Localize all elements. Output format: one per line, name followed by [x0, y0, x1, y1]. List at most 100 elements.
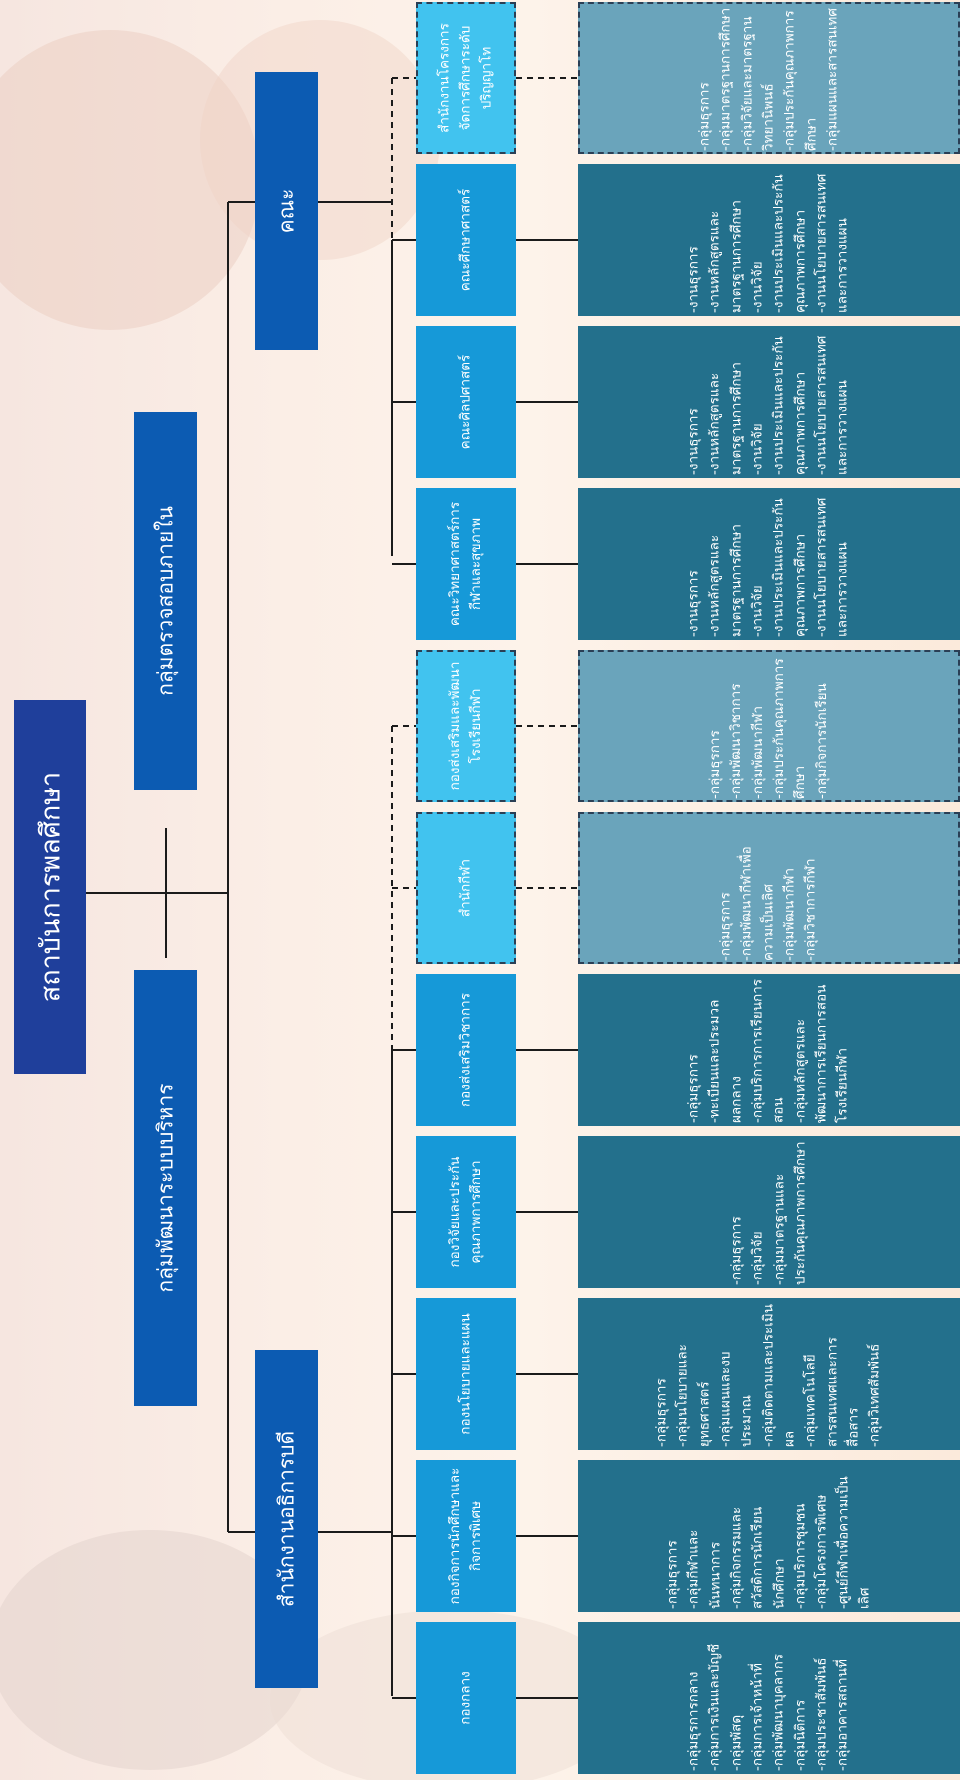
detail-item: -งานประเมินและประกันคุณภาพการศึกษา — [771, 174, 809, 313]
detail-item: -กลุ่มเทคโนโลยีสารสนเทศและการสื่อสาร — [802, 1337, 862, 1447]
unit-box: กองนโยบายและแผน — [416, 1298, 516, 1450]
detail-item: -กลุ่มธุรการกลาง — [685, 1671, 702, 1771]
unit-label: คณะวิทยาศาสตร์การกีฬาและสุขภาพ — [447, 501, 484, 627]
unit-detail-box: -งานธุรการ -งานหลักสูตรและมาตรฐานการศึกษา… — [578, 488, 960, 640]
unit-label: กองกลาง — [457, 1671, 474, 1725]
detail-item: -งานวิจัย — [749, 423, 766, 475]
unit-label: กองกิจการนักศึกษาและกิจการพิเศษ — [447, 1467, 484, 1605]
detail-item: -งานหลักสูตรและมาตรฐานการศึกษา — [707, 200, 745, 313]
detail-item: -งานวิจัย — [749, 261, 766, 313]
detail-item: -งานประเมินและประกันคุณภาพการศึกษา — [771, 498, 809, 637]
unit-label: กองส่งเสริมและพัฒนาโรงเรียนกีฬา — [447, 661, 484, 791]
detail-item: -กลุ่มวิจัย — [749, 1231, 766, 1285]
detail-item: -งานประเมินและประกันคุณภาพการศึกษา — [771, 336, 809, 475]
detail-item: -งานนโยบายสารสนเทศและการวางแผน — [813, 335, 851, 475]
detail-item: -กลุ่มอาคารสถานที่ — [834, 1659, 851, 1771]
detail-item: -กลุ่มธุรการ — [664, 1540, 681, 1609]
detail-item: -กลุ่มวิชาการกีฬา — [802, 858, 819, 961]
detail-item: -งานธุรการ — [685, 246, 702, 313]
detail-item: -กลุ่มพัฒนากีฬา — [781, 867, 798, 961]
unit-box: กองส่งเสริมวิชาการ — [416, 974, 516, 1126]
detail-item: -กลุ่มแผนและงบประมาณ — [717, 1351, 756, 1447]
office-branch-label: สำนักงานอธิการบดี — [274, 1430, 298, 1608]
detail-item: -กลุ่มมาตรฐานและประกันคุณภาพการศึกษา — [771, 1141, 809, 1285]
unit-box: คณะศึกษาศาสตร์ — [416, 164, 516, 316]
unit-detail-box: -กลุ่มธุรการ-กลุ่มวิจัย -กลุ่มมาตรฐานและป… — [578, 1136, 960, 1288]
unit-box: กองส่งเสริมและพัฒนาโรงเรียนกีฬา — [416, 650, 516, 802]
unit-label: กองวิจัยและประกันคุณภาพการศึกษา — [447, 1156, 484, 1268]
unit-detail-box: -งานธุรการ -งานหลักสูตรและมาตรฐานการศึกษา… — [578, 164, 960, 316]
detail-item: -กลุ่มธุรการ — [707, 730, 724, 799]
unit-detail-box: -กลุ่มธุรการ-กลุ่มกีฬาและนันทนาการ-กลุ่ม… — [578, 1460, 960, 1612]
detail-item: -กลุ่มธุรการ — [717, 892, 734, 961]
detail-item: -กลุ่มนโยบายและยุทธศาสตร์ — [675, 1344, 713, 1447]
detail-item: -กลุ่มพัฒนากีฬาเพื่อความเป็นเลิศ — [739, 846, 777, 961]
development-group-label: กลุ่มพัฒนาระบบบริหาร — [153, 1083, 177, 1293]
detail-item: -กลุ่มนิติการ — [792, 1699, 809, 1771]
detail-item: -กลุ่มหลักสูตรและพัฒนาการเรียนการสอนโรงเ… — [792, 984, 851, 1124]
unit-box: กองวิจัยและประกันคุณภาพการศึกษา — [416, 1136, 516, 1288]
detail-item: -กลุ่มติดตามและประเมินผล — [760, 1303, 798, 1447]
detail-item: -งานหลักสูตรและมาตรฐานการศึกษา — [707, 362, 745, 475]
detail-item: -กลุ่มกีฬาและนันทนาการ — [685, 1529, 724, 1609]
detail-item: -กลุ่มประกันคุณภาพการศึกษา — [771, 658, 809, 799]
unit-label: กองนโยบายและแผน — [457, 1313, 474, 1435]
detail-item: -กลุ่มประชาสัมพันธ์ — [813, 1657, 830, 1771]
detail-item: -กลุ่มธุรการ — [685, 1054, 702, 1123]
unit-label: คณะศิลปศาสตร์ — [457, 354, 474, 450]
detail-item: -ทะเบียนและประมวลผลกลาง — [707, 999, 745, 1123]
unit-box: สำนักงานโครงการจัดการศึกษาระดับปริญญาโท — [416, 2, 516, 154]
unit-detail-box: -งานธุรการ -งานหลักสูตรและมาตรฐานการศึกษา… — [578, 326, 960, 478]
detail-item: -กลุ่มโครงการพิเศษ — [813, 1494, 830, 1609]
detail-item: -งานธุรการ — [685, 408, 702, 475]
unit-detail-box: -กลุ่มธุรการ-กลุ่มนโยบายและยุทธศาสตร์-กล… — [578, 1298, 960, 1450]
unit-detail-box: -กลุ่มธุรการ-ทะเบียนและประมวลผลกลาง-กลุ่… — [578, 974, 960, 1126]
unit-detail-box: -กลุ่มธุรการ-กลุ่มพัฒนาวิชาการ-กลุ่มพัฒน… — [578, 650, 960, 802]
unit-detail-box: -กลุ่มธุรการ -กลุ่มพัฒนากีฬาเพื่อความเป็น… — [578, 812, 960, 964]
unit-detail-box: -กลุ่มธุรการกลาง-กลุ่มการเงินและบัญชี-กล… — [578, 1622, 960, 1774]
detail-item: -กลุ่มมาตรฐานการศึกษา — [717, 7, 734, 151]
root-box: สถาบันการพลศึกษา — [14, 700, 86, 1074]
root-title: สถาบันการพลศึกษา — [35, 771, 67, 1003]
detail-item: -กลุ่มบริการการเรียนการสอน — [749, 978, 787, 1123]
detail-item: -งานนโยบายสารสนเทศและการวางแผน — [813, 497, 851, 637]
unit-detail-box: -กลุ่มธุรการ-กลุ่มมาตรฐานการศึกษา -กลุ่มว… — [578, 2, 960, 154]
detail-item: -กลุ่มธุรการ — [653, 1378, 670, 1447]
detail-item: -กลุ่มการเจ้าหน้าที่ — [749, 1663, 766, 1771]
detail-item: -กลุ่มพัฒนาบุคลากร — [771, 1654, 787, 1771]
faculty-branch-label: คณะ — [274, 188, 298, 234]
detail-item: -ศูนย์กีฬาเพื่อความเป็นเลิศ — [834, 1476, 873, 1609]
audit-group-box: กลุ่มตรวจสอบภายใน — [134, 412, 197, 790]
unit-box: กองกิจการนักศึกษาและกิจการพิเศษ — [416, 1460, 516, 1612]
unit-box: กองกลาง — [416, 1622, 516, 1774]
detail-item: -งานวิจัย — [749, 585, 766, 637]
unit-label: สำนักงานโครงการจัดการศึกษาระดับปริญญาโท — [436, 23, 495, 133]
detail-item: -กลุ่มประกันคุณภาพการศึกษา — [781, 10, 819, 151]
detail-item: -งานหลักสูตรและมาตรฐานการศึกษา — [707, 524, 745, 637]
detail-item: -กลุ่มกิจกรรมและสวัสดิการนักเรียนนักศึกษ… — [728, 1506, 787, 1609]
detail-item: -กลุ่มพัสดุ — [728, 1714, 745, 1771]
detail-item: -กลุ่มพัฒนาวิชาการ — [728, 683, 745, 799]
detail-item: -กลุ่มวิเทศสัมพันธ์ — [866, 1343, 883, 1447]
detail-item: -งานธุรการ — [685, 570, 702, 637]
detail-item: -งานนโยบายสารสนเทศและการวางแผน — [813, 173, 851, 313]
office-branch-box: สำนักงานอธิการบดี — [255, 1350, 318, 1688]
detail-item: -กลุ่มการเงินและบัญชี — [707, 1643, 724, 1771]
unit-box: คณะวิทยาศาสตร์การกีฬาและสุขภาพ — [416, 488, 516, 640]
unit-label: กองส่งเสริมวิชาการ — [457, 992, 474, 1108]
unit-box: คณะศิลปศาสตร์ — [416, 326, 516, 478]
detail-item: -กลุ่มธุรการ — [696, 82, 713, 151]
development-group-box: กลุ่มพัฒนาระบบบริหาร — [134, 970, 197, 1406]
audit-group-label: กลุ่มตรวจสอบภายใน — [153, 506, 177, 696]
detail-item: -กลุ่มธุรการ — [728, 1216, 745, 1285]
detail-item: -กลุ่มแผนและสารสนเทศ — [824, 8, 841, 151]
detail-item: -กลุ่มบริการชุมชน — [792, 1503, 809, 1610]
faculty-branch-box: คณะ — [255, 72, 318, 350]
unit-box: สำนักกีฬา — [416, 812, 516, 964]
unit-label: คณะศึกษาศาสตร์ — [457, 188, 474, 292]
unit-label: สำนักกีฬา — [457, 858, 474, 918]
detail-item: -กลุ่มวิจัยและมาตรฐานวิทยานิพนธ์ — [739, 16, 777, 151]
detail-item: -กลุ่มกิจการนักเรียน — [813, 683, 830, 799]
